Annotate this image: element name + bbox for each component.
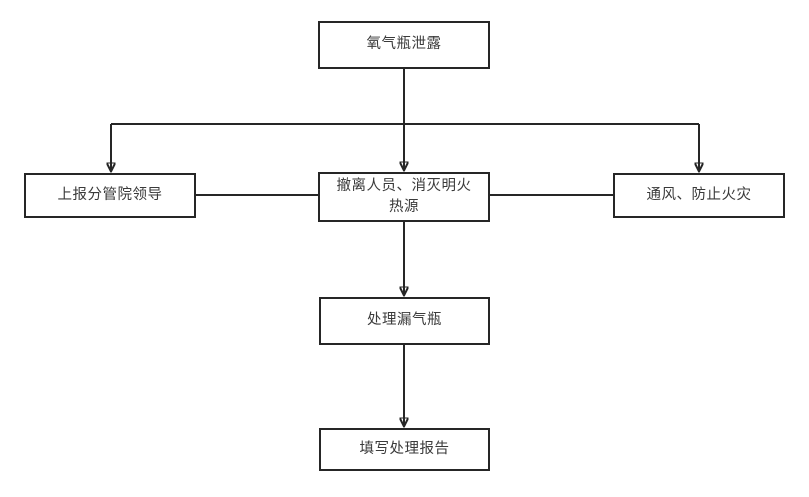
node-evacuate-and-extinguish[interactable]: 撤离人员、消灭明火热源 (318, 172, 490, 222)
node-report-to-leadership[interactable]: 上报分管院领导 (24, 173, 196, 218)
node-oxygen-cylinder-leak[interactable]: 氧气瓶泄露 (318, 21, 490, 69)
node-fill-out-report[interactable]: 填写处理报告 (319, 428, 490, 471)
node-label: 通风、防止火灾 (646, 186, 752, 203)
node-label: 填写处理报告 (359, 440, 450, 457)
node-handle-leaking-cylinder[interactable]: 处理漏气瓶 (319, 297, 490, 345)
node-label: 撤离人员、消灭明火热源 (336, 177, 472, 215)
node-ventilate-prevent-fire[interactable]: 通风、防止火灾 (613, 173, 785, 218)
node-label: 处理漏气瓶 (367, 312, 442, 329)
node-label: 氧气瓶泄露 (366, 36, 442, 53)
node-label: 上报分管院领导 (57, 186, 163, 203)
